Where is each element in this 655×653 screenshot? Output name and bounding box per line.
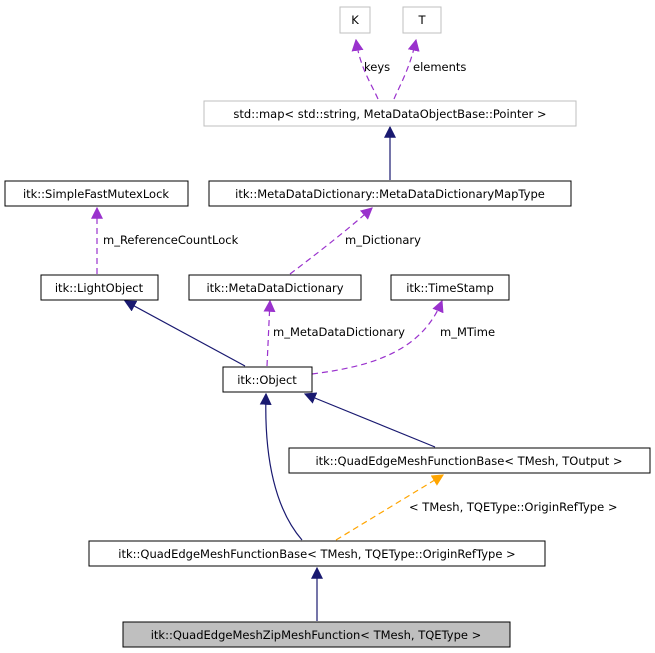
node-func-base-output-label: itk::QuadEdgeMeshFunctionBase< TMesh, TO…: [315, 454, 622, 468]
node-dict-map-type-label: itk::MetaDataDictionary::MetaDataDiction…: [235, 187, 545, 201]
edge-label-template: < TMesh, TQEType::OriginRefType >: [409, 500, 617, 514]
node-t-label: T: [417, 13, 426, 27]
node-time-stamp-label: itk::TimeStamp: [406, 281, 494, 295]
node-dict-map-type[interactable]: itk::MetaDataDictionary::MetaDataDiction…: [208, 180, 572, 207]
edge-func-origin-inheritance: [259, 392, 303, 541]
edge-dictionary: [289, 207, 373, 275]
node-meta-data-dictionary-label: itk::MetaDataDictionary: [206, 281, 343, 295]
edge-func-output-inheritance: [303, 392, 436, 448]
edge-keys: [351, 38, 379, 100]
edge-label-mtime: m_MTime: [440, 325, 495, 339]
edge-label-meta-data-dictionary: m_MetaDataDictionary: [273, 325, 405, 339]
node-object[interactable]: itk::Object: [222, 366, 313, 393]
edge-meta-data-dictionary: [263, 299, 276, 367]
node-k-label: K: [351, 13, 359, 27]
edge-elements: [393, 38, 420, 100]
node-zip-mesh-function[interactable]: itk::QuadEdgeMeshZipMeshFunction< TMesh,…: [122, 621, 511, 648]
node-time-stamp[interactable]: itk::TimeStamp: [390, 274, 510, 301]
node-light-object-label: itk::LightObject: [55, 281, 144, 295]
edge-template: [335, 474, 445, 541]
node-light-object[interactable]: itk::LightObject: [40, 274, 159, 301]
node-zip-mesh-function-label: itk::QuadEdgeMeshZipMeshFunction< TMesh,…: [151, 628, 482, 642]
node-simple-fast-mutex-lock-label: itk::SimpleFastMutexLock: [23, 187, 169, 201]
edge-mtime: [311, 299, 444, 375]
edge-label-ref-count-lock: m_ReferenceCountLock: [103, 233, 239, 247]
node-meta-data-dictionary[interactable]: itk::MetaDataDictionary: [188, 274, 362, 301]
node-t[interactable]: T: [402, 6, 442, 34]
node-std-map-label: std::map< std::string, MetaDataObjectBas…: [233, 107, 546, 121]
edge-label-keys: keys: [364, 60, 390, 74]
edge-label-dictionary: m_Dictionary: [345, 233, 421, 247]
node-func-base-origin[interactable]: itk::QuadEdgeMeshFunctionBase< TMesh, TQ…: [88, 540, 546, 567]
edge-label-elements: elements: [413, 60, 466, 74]
node-object-label: itk::Object: [237, 373, 297, 387]
node-std-map[interactable]: std::map< std::string, MetaDataObjectBas…: [203, 100, 577, 127]
node-func-base-output[interactable]: itk::QuadEdgeMeshFunctionBase< TMesh, TO…: [288, 447, 651, 474]
node-func-base-origin-label: itk::QuadEdgeMeshFunctionBase< TMesh, TQ…: [118, 547, 515, 561]
node-k[interactable]: K: [339, 6, 371, 34]
node-simple-fast-mutex-lock[interactable]: itk::SimpleFastMutexLock: [4, 180, 189, 207]
edge-object-inheritance: [123, 300, 246, 367]
